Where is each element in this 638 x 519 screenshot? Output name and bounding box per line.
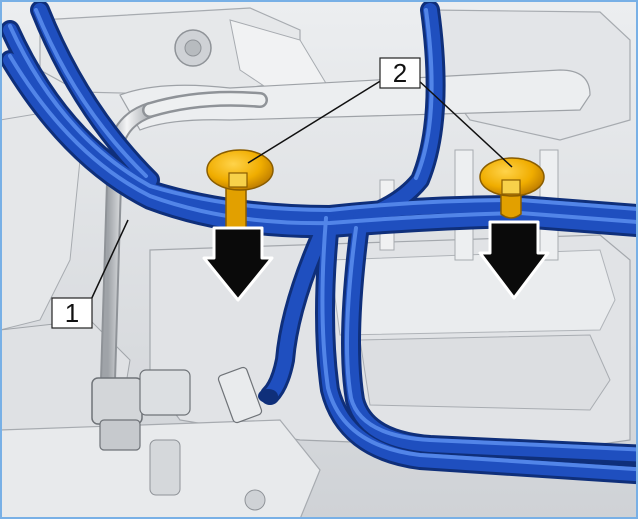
leader-lines — [89, 79, 513, 303]
callout-1-label: 1 — [65, 298, 79, 328]
callout-1: 1 — [51, 297, 93, 329]
down-arrow-icon — [202, 226, 274, 302]
callout-2-label: 2 — [393, 58, 407, 88]
down-arrow-icon — [478, 220, 550, 300]
clip-right — [479, 157, 545, 219]
clip-left — [206, 149, 274, 237]
callout-2: 2 — [379, 57, 421, 89]
pipe-fitting — [91, 366, 263, 451]
wiring-harness — [0, 0, 638, 485]
